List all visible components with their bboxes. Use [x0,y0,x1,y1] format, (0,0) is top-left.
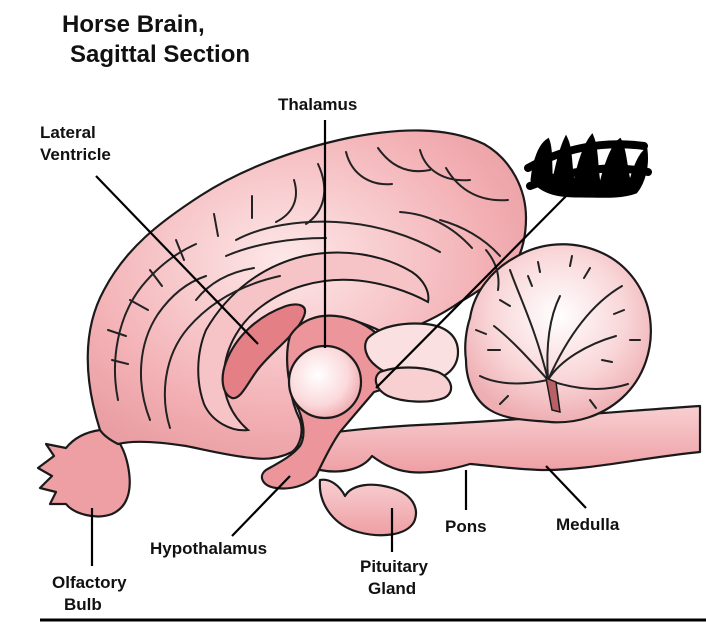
pituitary-gland-shape [318,478,418,537]
thalamus-shape [287,344,363,420]
leader-medulla [545,465,587,509]
label-olfactory-line-1: Olfactory [52,573,127,592]
midbrain-lower-shape [374,366,453,403]
arbor-vitae [545,376,561,413]
label-lateral-ventricle-line-2: Ventricle [40,145,111,164]
label-olfactory-bulb: Olfactory Bulb [52,573,127,614]
redaction-scribble [524,133,652,198]
cerebellum-shape [464,243,652,424]
label-lateral-ventricle: Lateral Ventricle [40,123,111,164]
label-pons: Pons [445,517,487,536]
leader-hypothalamus [231,475,291,537]
brainstem-shape [296,404,702,474]
label-lateral-ventricle-line-1: Lateral [40,123,96,142]
label-pituitary-line-2: Gland [368,579,416,598]
label-hypothalamus: Hypothalamus [150,539,267,558]
lateral-ventricle-shape [221,303,307,400]
cerebrum-gyri [107,147,509,429]
cerebellum-folia [475,255,641,409]
leader-redacted-label [375,185,577,389]
leader-lateral-ventricle [95,175,259,345]
title-line-2: Sagittal Section [70,41,250,68]
label-olfactory-line-2: Bulb [64,595,102,614]
label-medulla: Medulla [556,515,620,534]
label-pituitary-line-1: Pituitary [360,557,429,576]
label-thalamus: Thalamus [278,95,357,114]
diagram-title: Horse Brain, Sagittal Section [62,11,250,68]
label-pituitary-gland: Pituitary Gland [360,557,429,598]
leader-lines [90,120,587,566]
title-line-1: Horse Brain, [62,11,205,38]
cerebrum-shape [86,129,528,460]
corpus-callosum-band [197,251,430,432]
